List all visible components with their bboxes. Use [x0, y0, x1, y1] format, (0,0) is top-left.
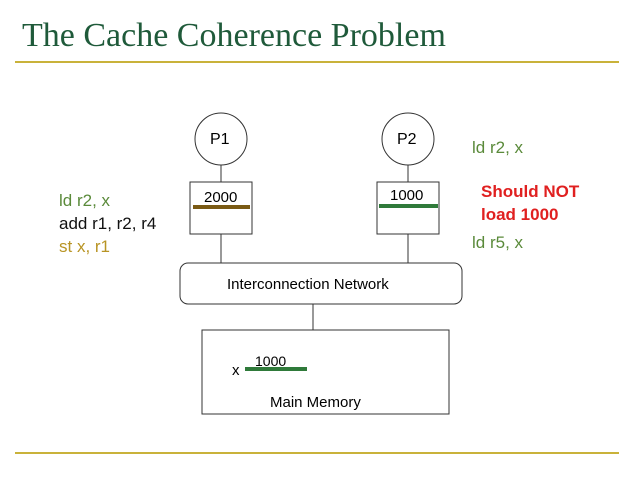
network-label: Interconnection Network: [227, 276, 389, 293]
p1-cache-value: 2000: [204, 189, 238, 206]
p2-processor: [381, 112, 435, 166]
p1-code-line: ld r2, x: [59, 191, 111, 210]
slide-title: The Cache Coherence Problem: [22, 17, 446, 54]
p1-code-line: add r1, r2, r4: [59, 214, 157, 233]
footer-divider: [15, 452, 619, 454]
p2-code-line: ld r5, x: [472, 233, 524, 252]
main-memory: [201, 329, 450, 415]
p1-label: P1: [210, 131, 230, 148]
memory-value: 1000: [255, 353, 287, 369]
memory-label: Main Memory: [270, 394, 361, 411]
p2-cache-value: 1000: [390, 187, 424, 204]
warning-text: load 1000: [481, 205, 559, 224]
p1-processor: [194, 112, 248, 166]
p2-label: P2: [397, 131, 417, 148]
title-divider: [15, 61, 619, 63]
p2-code-line: ld r2, x: [472, 138, 524, 157]
interconnection-network: [179, 262, 463, 305]
p1-code-line: st x, r1: [59, 237, 111, 256]
memory-var-name: x: [232, 362, 240, 379]
warning-text: Should NOT: [481, 182, 580, 201]
